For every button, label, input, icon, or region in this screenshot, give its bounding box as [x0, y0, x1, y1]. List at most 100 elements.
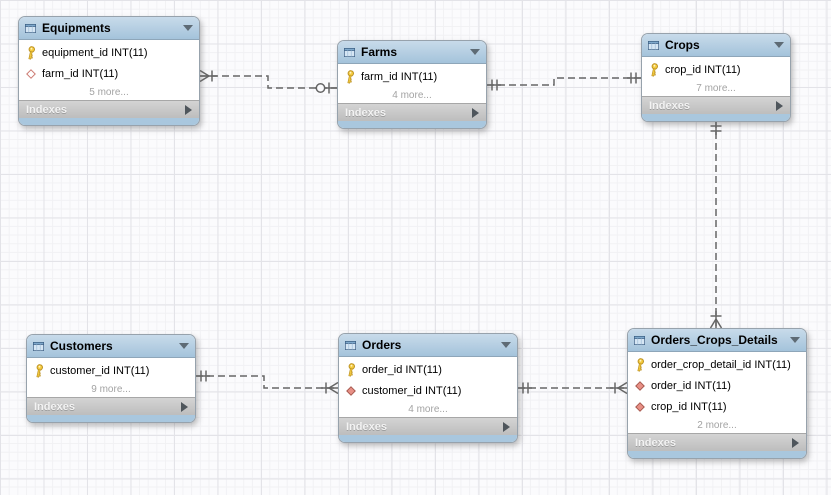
- column-list: order_id INT(11) customer_id INT(11): [339, 357, 517, 403]
- table-title: Equipments: [42, 21, 111, 35]
- primary-key-icon: [633, 357, 647, 373]
- more-columns[interactable]: 4 more...: [392, 90, 432, 101]
- indexes-footer[interactable]: Indexes: [27, 397, 195, 415]
- table-bottom-strip: [339, 435, 517, 442]
- table-icon: [648, 39, 659, 52]
- column-row[interactable]: customer_id INT(11): [27, 360, 195, 381]
- relationship-crops-orders_crops_details[interactable]: [709, 121, 723, 329]
- primary-key-icon: [647, 62, 661, 78]
- table-bottom-strip: [628, 451, 806, 458]
- column-label: customer_id INT(11): [362, 384, 462, 397]
- collapse-arrow-icon[interactable]: [183, 25, 193, 31]
- indexes-label: Indexes: [346, 420, 387, 433]
- column-label: farm_id INT(11): [42, 67, 119, 80]
- expand-arrow-icon[interactable]: [181, 401, 188, 412]
- column-row[interactable]: equipment_id INT(11): [19, 42, 199, 63]
- expand-arrow-icon[interactable]: [792, 437, 799, 448]
- primary-key-icon: [344, 362, 358, 378]
- primary-key-icon: [24, 45, 38, 61]
- table-header[interactable]: Orders: [339, 334, 517, 357]
- column-list: farm_id INT(11): [338, 64, 486, 89]
- table-bottom-strip: [27, 415, 195, 422]
- primary-key-icon: [343, 69, 357, 85]
- column-label: order_id INT(11): [362, 363, 442, 376]
- indexes-label: Indexes: [26, 103, 67, 116]
- more-columns[interactable]: 9 more...: [91, 384, 131, 395]
- more-columns[interactable]: 7 more...: [696, 83, 736, 94]
- table-icon: [345, 339, 356, 352]
- column-label: equipment_id INT(11): [42, 46, 148, 59]
- relationship-farms-crops[interactable]: [487, 72, 641, 91]
- column-row[interactable]: order_id INT(11): [628, 375, 806, 396]
- table-icon: [344, 46, 355, 59]
- column-list: equipment_id INT(11) farm_id INT(11): [19, 40, 199, 86]
- expand-arrow-icon[interactable]: [472, 107, 479, 118]
- relationship-orders-orders_crops_details[interactable]: [518, 381, 628, 395]
- collapse-arrow-icon[interactable]: [470, 49, 480, 55]
- foreign-key-nullable-icon: [25, 68, 36, 79]
- table-title: Farms: [361, 45, 398, 59]
- table-icon: [634, 334, 645, 347]
- collapse-arrow-icon[interactable]: [790, 337, 800, 343]
- column-label: order_id INT(11): [651, 379, 731, 392]
- table-header[interactable]: Orders_Crops_Details: [628, 329, 806, 352]
- table-title: Customers: [50, 339, 113, 353]
- more-columns[interactable]: 4 more...: [408, 404, 448, 415]
- more-columns[interactable]: 2 more...: [697, 420, 737, 431]
- expand-arrow-icon[interactable]: [185, 104, 192, 115]
- column-label: farm_id INT(11): [361, 70, 438, 83]
- table-header[interactable]: Crops: [642, 34, 790, 57]
- expand-arrow-icon[interactable]: [776, 100, 783, 111]
- table-icon: [33, 340, 44, 353]
- indexes-footer[interactable]: Indexes: [338, 103, 486, 121]
- table-title: Orders_Crops_Details: [651, 333, 778, 347]
- table-orders-crops-details[interactable]: Orders_Crops_Details order_crop_detail_i…: [627, 328, 807, 459]
- table-header[interactable]: Farms: [338, 41, 486, 64]
- column-row[interactable]: order_crop_detail_id INT(11): [628, 354, 806, 375]
- column-label: order_crop_detail_id INT(11): [651, 358, 791, 371]
- collapse-arrow-icon[interactable]: [179, 343, 189, 349]
- table-bottom-strip: [19, 118, 199, 125]
- table-title: Orders: [362, 338, 402, 352]
- column-row[interactable]: crop_id INT(11): [628, 396, 806, 417]
- column-row[interactable]: customer_id INT(11): [339, 380, 517, 401]
- indexes-label: Indexes: [635, 436, 676, 449]
- table-crops[interactable]: Crops crop_id INT(11) 7 more... Indexes: [641, 33, 791, 122]
- table-header[interactable]: Equipments: [19, 17, 199, 40]
- collapse-arrow-icon[interactable]: [501, 342, 511, 348]
- more-columns[interactable]: 5 more...: [89, 87, 129, 98]
- indexes-footer[interactable]: Indexes: [628, 433, 806, 451]
- column-row[interactable]: crop_id INT(11): [642, 59, 790, 80]
- indexes-footer[interactable]: Indexes: [19, 100, 199, 118]
- column-label: crop_id INT(11): [651, 400, 727, 413]
- indexes-label: Indexes: [34, 400, 75, 413]
- column-row[interactable]: farm_id INT(11): [19, 63, 199, 84]
- table-customers[interactable]: Customers customer_id INT(11) 9 more... …: [26, 334, 196, 423]
- column-label: customer_id INT(11): [50, 364, 150, 377]
- column-row[interactable]: order_id INT(11): [339, 359, 517, 380]
- column-list: order_crop_detail_id INT(11) order_id IN…: [628, 352, 806, 419]
- table-farms[interactable]: Farms farm_id INT(11) 4 more... Indexes: [337, 40, 487, 129]
- column-label: crop_id INT(11): [665, 63, 741, 76]
- indexes-label: Indexes: [649, 99, 690, 112]
- column-list: customer_id INT(11): [27, 358, 195, 383]
- table-header[interactable]: Customers: [27, 335, 195, 358]
- indexes-footer[interactable]: Indexes: [339, 417, 517, 435]
- foreign-key-icon: [634, 401, 645, 412]
- relationship-equipments-farms[interactable]: [199, 69, 337, 94]
- expand-arrow-icon[interactable]: [503, 421, 510, 432]
- foreign-key-icon: [634, 380, 645, 391]
- column-list: crop_id INT(11): [642, 57, 790, 82]
- collapse-arrow-icon[interactable]: [774, 42, 784, 48]
- table-icon: [25, 22, 36, 35]
- column-row[interactable]: farm_id INT(11): [338, 66, 486, 87]
- table-orders[interactable]: Orders order_id INT(11) customer_id INT(…: [338, 333, 518, 443]
- table-title: Crops: [665, 38, 700, 52]
- table-bottom-strip: [642, 114, 790, 121]
- indexes-footer[interactable]: Indexes: [642, 96, 790, 114]
- indexes-label: Indexes: [345, 106, 386, 119]
- table-equipments[interactable]: Equipments equipment_id INT(11) farm_id …: [18, 16, 200, 126]
- relationship-customers-orders[interactable]: [196, 370, 339, 395]
